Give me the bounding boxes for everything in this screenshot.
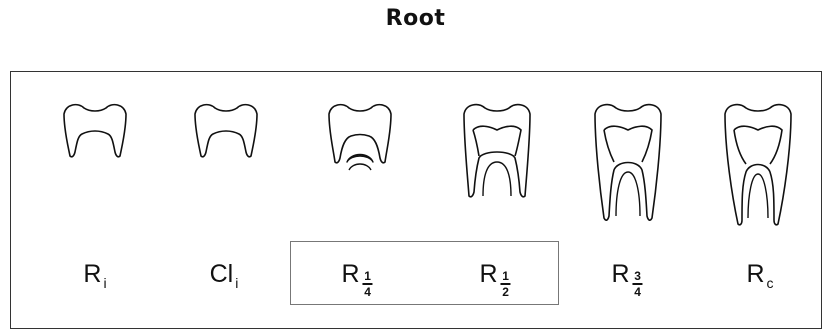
stage-label-cli-subscript: i <box>235 275 238 291</box>
highlighted-stages-box <box>290 241 559 305</box>
fraction-denominator: 4 <box>364 286 371 298</box>
stage-label-cli-name: Cl <box>210 260 234 288</box>
stage-label-ri-name: R <box>83 260 101 288</box>
stage-label-rc-name: R <box>746 260 764 288</box>
fraction-numerator: 1 <box>364 270 371 282</box>
tooth-stage-rc-illustration <box>720 100 796 230</box>
fraction-denominator: 4 <box>634 286 641 298</box>
tooth-stage-r-half-illustration <box>459 100 535 206</box>
stage-label-rc-subscript: c <box>767 275 774 291</box>
tooth-stage-r-three-quarters-illustration <box>590 100 666 226</box>
fraction-numerator: 1 <box>502 270 509 282</box>
stage-label-r-quarter-name: R <box>341 260 359 288</box>
tooth-stage-ri-illustration <box>60 100 130 170</box>
stage-label-r-half-name: R <box>479 260 497 288</box>
tooth-stage-cli-illustration <box>191 100 261 170</box>
fraction-numerator: 3 <box>634 270 641 282</box>
tooth-stage-r-quarter-illustration <box>325 100 395 182</box>
stage-label-ri-subscript: i <box>103 275 106 291</box>
stage-label-r-three-quarters-name: R <box>611 260 629 288</box>
fraction-denominator: 2 <box>502 286 509 298</box>
figure-title: Root <box>0 6 831 31</box>
